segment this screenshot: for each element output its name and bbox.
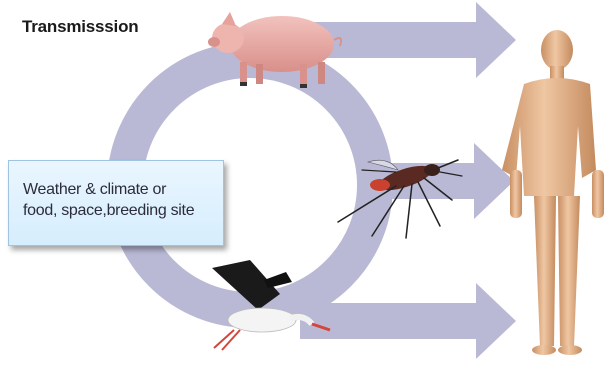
factor-line-2: food, space,breeding site xyxy=(23,202,195,219)
mosquito-icon xyxy=(337,159,463,239)
flow-arrow-bottom xyxy=(300,283,516,359)
environmental-factors-box: Weather & climate or food, space,breedin… xyxy=(8,160,224,246)
factor-line-1: Weather & climate or xyxy=(23,181,167,198)
human-figure-icon xyxy=(502,30,604,355)
stork-icon xyxy=(212,260,331,351)
pig-icon xyxy=(208,12,343,88)
diagram-title: Transmisssion xyxy=(22,17,139,36)
